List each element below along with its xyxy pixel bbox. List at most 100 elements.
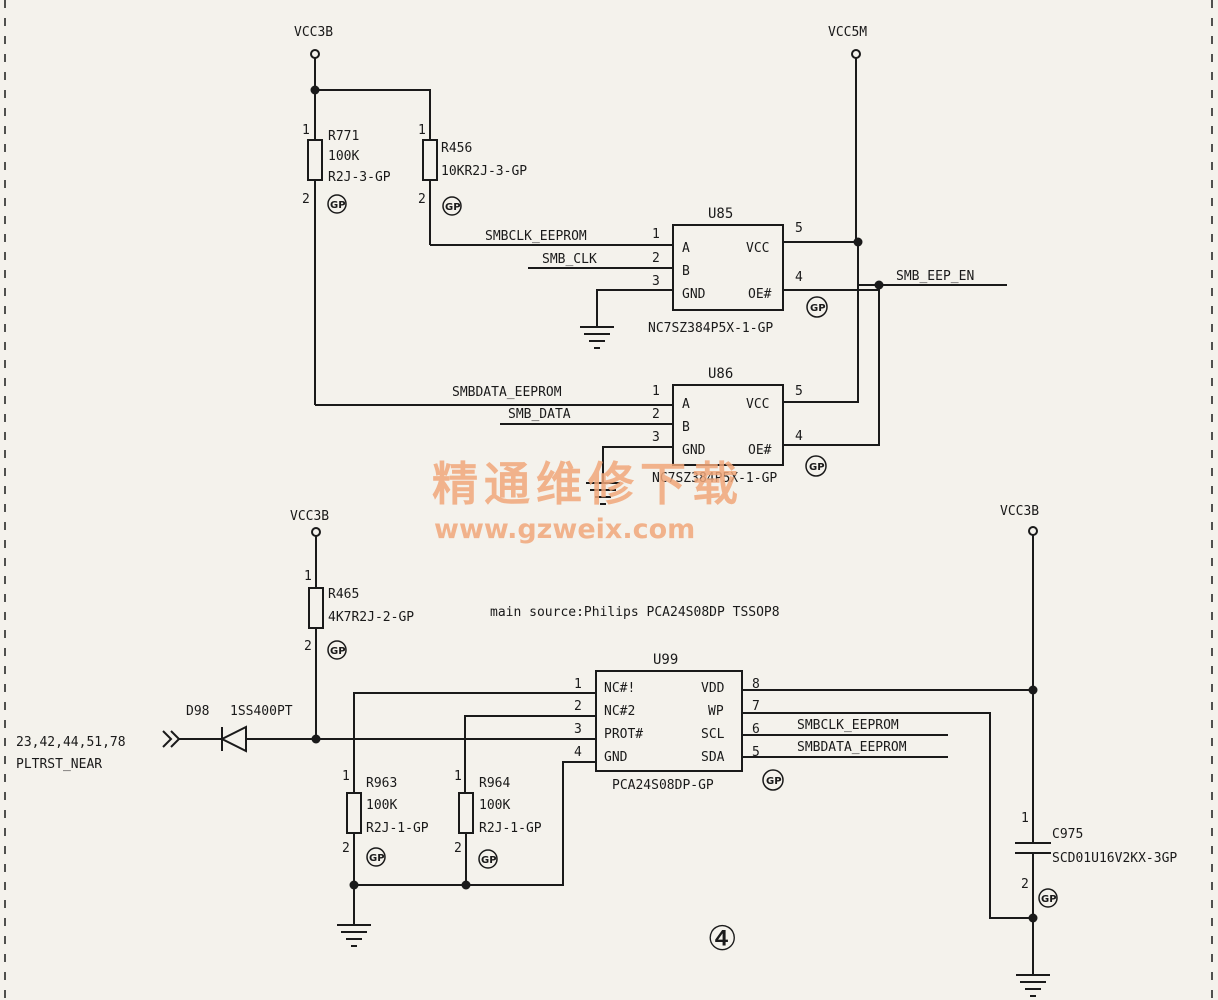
svg-text:GND: GND [682,443,706,458]
r964-footprint: R2J-1-GP [479,821,542,836]
svg-text:OE#: OE# [748,443,772,458]
r771-ref: R771 [328,129,359,144]
resistor-r964: 1 2 R964 100K R2J-1-GP GP [454,769,542,885]
d98-part: 1SS400PT [230,704,293,719]
resistor-r465: 1 2 R465 4K7R2J-2-GP GP [304,569,414,738]
offpage-refs: 23,42,44,51,78 [16,735,126,750]
c975-value: SCD01U16V2KX-3GP [1052,851,1177,866]
svg-text:VDD: VDD [701,681,725,696]
ground-symbol [586,482,620,505]
junction-dot [1028,913,1038,923]
svg-text:1: 1 [652,227,660,242]
svg-text:B: B [682,264,690,279]
gp-mark: GP [809,462,825,473]
r465-value: 4K7R2J-2-GP [328,610,414,625]
ic-u86: U86 A B GND VCC OE# NC7SZ384P5X-1-GP GP … [652,366,827,486]
u99-part: PCA24S08DP-GP [612,778,714,793]
net-smbclk-eeprom-u99: SMBCLK_EEPROM [797,718,899,733]
vcc3b-label-mid: VCC3B [290,509,329,524]
svg-text:2: 2 [1021,877,1029,892]
ic-u99: U99 NC#! NC#2 PROT# GND VDD WP SCL SDA P… [574,652,784,793]
vcc3b-rail-right: VCC3B [1000,504,1039,536]
svg-text:NC#!: NC#! [604,681,635,696]
gp-mark: GP [330,646,346,657]
net-smbdata-eeprom-u99: SMBDATA_EEPROM [797,740,907,755]
u86-part: NC7SZ384P5X-1-GP [652,471,777,486]
net-smbclk-eeprom: SMBCLK_EEPROM [485,229,587,244]
svg-text:1: 1 [418,123,426,138]
svg-text:VCC: VCC [746,397,769,412]
u99-ref: U99 [653,652,678,668]
r456-ref: R456 [441,141,472,156]
svg-text:GND: GND [682,287,706,302]
r465-ref: R465 [328,587,359,602]
ground-symbol [337,924,371,947]
net-smb-eep-en: SMB_EEP_EN [896,269,974,284]
svg-text:PROT#: PROT# [604,727,643,742]
vcc3b-rail-top: VCC3B [294,25,333,59]
svg-text:SCL: SCL [701,727,725,742]
gp-mark: GP [445,202,461,213]
vcc5m-label: VCC5M [828,25,867,40]
svg-text:2: 2 [454,841,462,856]
net-smb-data: SMB_DATA [508,407,571,422]
svg-text:6: 6 [752,722,760,737]
r963-footprint: R2J-1-GP [366,821,429,836]
u86-ref: U86 [708,366,733,382]
svg-text:1: 1 [304,569,312,584]
gp-mark: GP [810,303,826,314]
vcc3b-label-top: VCC3B [294,25,333,40]
resistor-r771: 1 2 R771 100K R2J-3-GP GP [302,90,391,405]
svg-text:2: 2 [304,639,312,654]
svg-text:2: 2 [418,192,426,207]
r963-ref: R963 [366,776,397,791]
capacitor-c975: 1 2 C975 SCD01U16V2KX-3GP GP [1015,811,1177,975]
svg-text:1: 1 [652,384,660,399]
svg-text:5: 5 [752,745,760,760]
gp-mark: GP [481,855,497,866]
svg-text:1: 1 [342,769,350,784]
svg-text:3: 3 [652,274,660,289]
svg-text:3: 3 [574,722,582,737]
ic-u85: U85 A B GND VCC OE# NC7SZ384P5X-1-GP GP … [648,206,828,336]
svg-text:A: A [682,397,690,412]
net-pltrst-near: PLTRST_NEAR [16,757,102,772]
d98-ref: D98 [186,704,209,719]
gp-mark: GP [1041,894,1057,905]
svg-text:7: 7 [752,699,760,714]
svg-text:2: 2 [574,699,582,714]
svg-text:VCC: VCC [746,241,769,256]
r963-value: 100K [366,798,397,813]
u85-ref: U85 [708,206,733,222]
resistor-r456: 1 2 R456 10KR2J-3-GP GP [418,123,527,245]
watermark-url: www.gzweix.com [434,514,695,545]
vcc5m-rail: VCC5M [828,25,867,59]
svg-text:1: 1 [1021,811,1029,826]
u85-part: NC7SZ384P5X-1-GP [648,321,773,336]
svg-text:1: 1 [302,123,310,138]
svg-text:NC#2: NC#2 [604,704,635,719]
gp-mark: GP [330,200,346,211]
net-smbdata-eeprom: SMBDATA_EEPROM [452,385,562,400]
svg-text:3: 3 [652,430,660,445]
r771-footprint: R2J-3-GP [328,170,391,185]
vcc3b-rail-mid: VCC3B [290,509,329,537]
svg-text:4: 4 [795,429,803,444]
gp-mark: GP [766,776,782,787]
r964-ref: R964 [479,776,510,791]
resistor-r963: 1 2 R963 100K R2J-1-GP GP [342,769,429,925]
ground-symbol [1016,974,1050,997]
diode-d98: D98 1SS400PT [186,704,293,753]
svg-text:A: A [682,241,690,256]
svg-text:WP: WP [708,704,724,719]
svg-text:OE#: OE# [748,287,772,302]
net-smb-clk: SMB_CLK [542,252,597,267]
r964-value: 100K [479,798,510,813]
svg-text:B: B [682,420,690,435]
svg-text:4: 4 [795,270,803,285]
svg-text:2: 2 [342,841,350,856]
ground-symbol [580,326,614,349]
r456-value: 10KR2J-3-GP [441,164,527,179]
offpage-connector-pltrst: 23,42,44,51,78 PLTRST_NEAR [16,730,181,772]
